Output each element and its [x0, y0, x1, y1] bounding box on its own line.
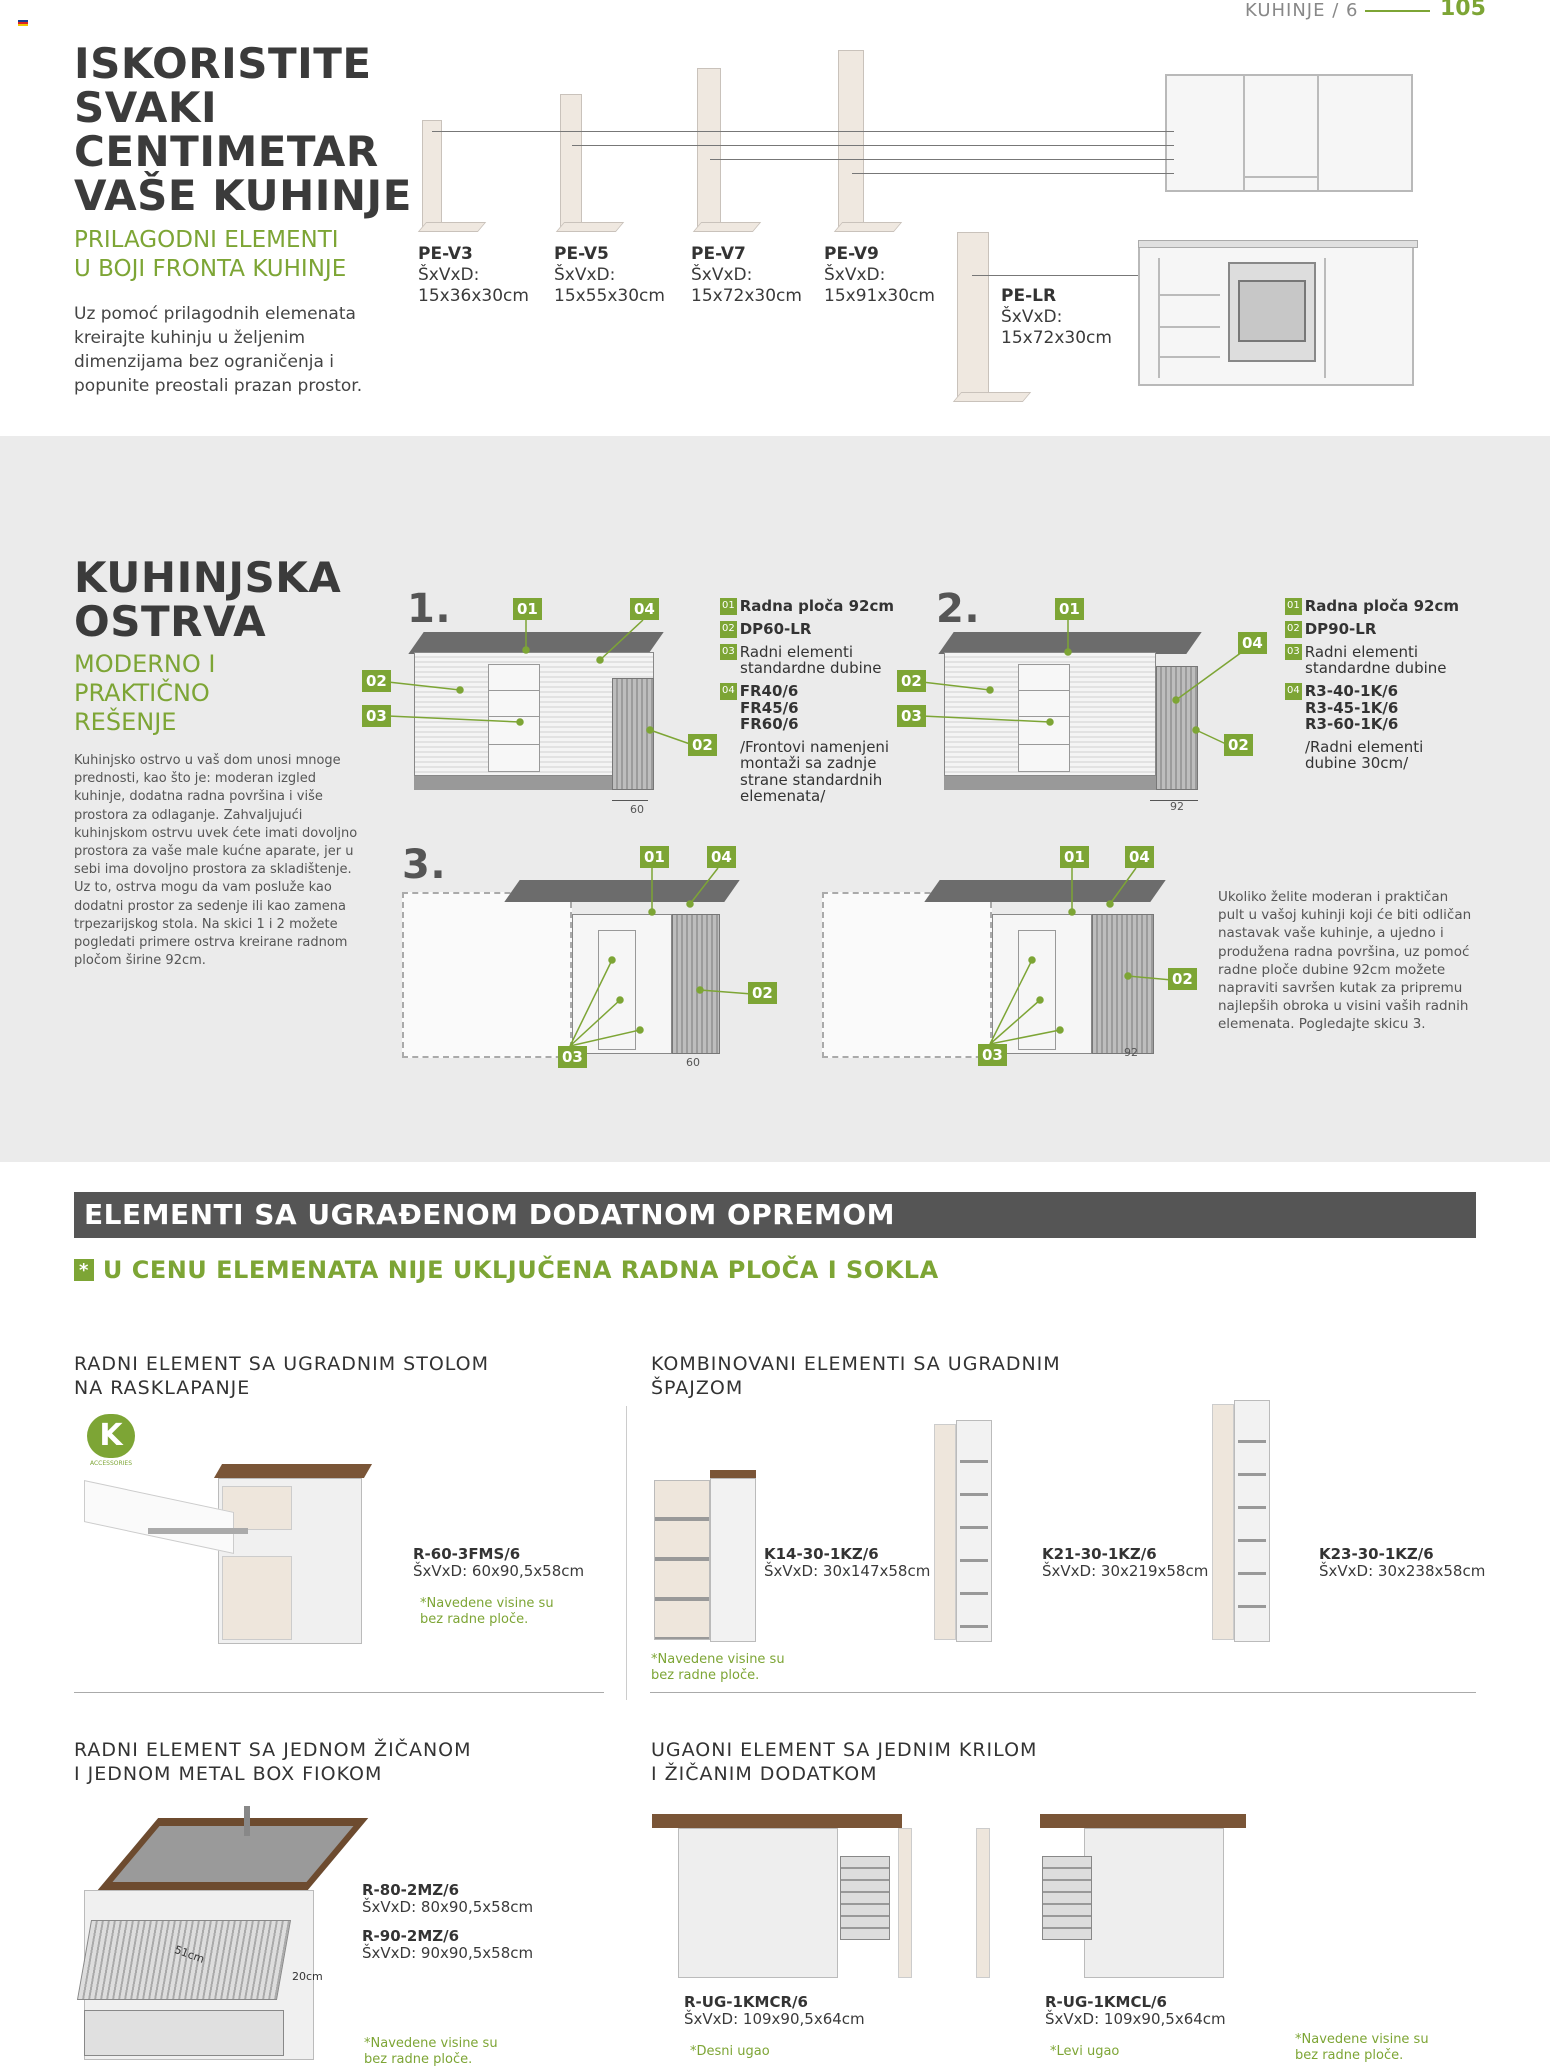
divider-horizontal-left	[74, 1692, 604, 1693]
accessories-logo: K ACCESSORIES	[84, 1414, 138, 1470]
block1-note: *Navedene visine su bez radne ploče.	[420, 1596, 554, 1627]
s1-tag-02b: 02	[688, 734, 717, 756]
block2-title: KOMBINOVANI ELEMENTI SA UGRADNIM ŠPAJZOM	[651, 1353, 1061, 1399]
s3l-tag-01: 01	[640, 846, 669, 868]
island-body: Kuhinjsko ostrvo u vaš dom unosi mnoge p…	[74, 753, 358, 969]
asterisk-icon: *	[74, 1259, 94, 1281]
s1-tag-03: 03	[362, 705, 391, 727]
k21-model: K21-30-1KZ/6 ŠxVxD: 30x219x58cm	[1042, 1545, 1209, 1580]
s2-tag-03: 03	[897, 705, 926, 727]
s1-tag-02: 02	[362, 670, 391, 692]
element-pe-v5: PE-V5 ŠxVxD: 15x55x30cm	[554, 244, 665, 306]
s2-tag-04: 04	[1238, 632, 1267, 654]
flag-icon	[18, 20, 28, 26]
r-ug-1kmcr-note: *Desni ugao	[690, 2044, 770, 2059]
intro-title: ISKORISTITE SVAKI CENTIMETAR VAŠE KUHINJ…	[74, 39, 412, 220]
s2-tag-01: 01	[1055, 598, 1084, 620]
element-pe-lr: PE-LR ŠxVxD: 15x72x30cm	[1001, 286, 1112, 348]
s3l-tag-03: 03	[558, 1046, 587, 1068]
r-ug-1kmcl-model: R-UG-1KMCL/6 ŠxVxD: 109x90,5x64cm	[1045, 1993, 1226, 2028]
intro-subtitle: PRILAGODNI ELEMENTI U BOJI FRONTA KUHINJ…	[74, 227, 347, 282]
k-logo-icon: K	[87, 1414, 135, 1458]
island-section-background	[0, 436, 1550, 1162]
sketch-number-1: 1.	[407, 586, 452, 632]
divider-horizontal-right	[650, 1692, 1476, 1693]
oven-icon	[1228, 262, 1316, 362]
k14-model: K14-30-1KZ/6 ŠxVxD: 30x147x58cm	[764, 1545, 931, 1580]
equipment-notice: * U CENU ELEMENATA NIJE UKLJUČENA RADNA …	[74, 1256, 939, 1284]
block4-note: *Navedene visine su bez radne ploče.	[1295, 2032, 1429, 2063]
k23-model: K23-30-1KZ/6 ŠxVxD: 30x238x58cm	[1319, 1545, 1486, 1580]
panel-pe-v9-image	[838, 50, 864, 230]
s3r-tag-03: 03	[978, 1044, 1007, 1066]
block4-title: UGAONI ELEMENT SA JEDNIM KRILOM I ŽIČANI…	[651, 1739, 1038, 1785]
wall-cabinets-image	[1165, 74, 1413, 192]
leader-lines	[387, 619, 1243, 1047]
s2-tag-02b: 02	[1224, 734, 1253, 756]
base-cabinets-image	[1138, 240, 1418, 386]
page-header: KUHINJE / 6 105	[1245, 0, 1545, 22]
sketch-number-2: 2.	[936, 586, 981, 632]
island-right-text: Ukoliko želite moderan i praktičan pult …	[1218, 889, 1472, 1033]
header-rule	[1365, 10, 1430, 12]
panel-pe-lr-image	[957, 232, 989, 402]
s3l-tag-02: 02	[748, 982, 777, 1004]
block1-title: RADNI ELEMENT SA UGRADNIM STOLOM NA RASK…	[74, 1353, 490, 1399]
r-ug-1kmcr-model: R-UG-1KMCR/6 ŠxVxD: 109x90,5x64cm	[684, 1993, 865, 2028]
block2-note: *Navedene visine su bez radne ploče.	[651, 1652, 785, 1683]
section-label: KUHINJE / 6	[1245, 0, 1359, 21]
s1-tag-01: 01	[513, 598, 542, 620]
s3r-tag-04: 04	[1125, 846, 1154, 868]
panel-pe-v7-image	[697, 68, 721, 230]
divider-vertical	[626, 1406, 627, 1700]
sketch-number-3: 3.	[402, 842, 447, 888]
s3l-tag-04: 04	[707, 846, 736, 868]
s1-tag-04: 04	[630, 598, 659, 620]
intro-body: Uz pomoć prilagodnih elemenata kreirajte…	[74, 304, 363, 396]
equipment-section-title: ELEMENTI SA UGRAĐENOM DODATNOM OPREMOM	[74, 1192, 1476, 1238]
element-pe-v9: PE-V9 ŠxVxD: 15x91x30cm	[824, 244, 935, 306]
r-90-model: R-90-2MZ/6 ŠxVxD: 90x90,5x58cm	[362, 1927, 534, 1962]
page-number: 105	[1440, 0, 1486, 21]
island-title: KUHINJSKA OSTRVA	[74, 553, 342, 646]
r-80-model: R-80-2MZ/6 ŠxVxD: 80x90,5x58cm	[362, 1881, 534, 1916]
block3-title: RADNI ELEMENT SA JEDNOM ŽIČANOM I JEDNOM…	[74, 1739, 472, 1785]
element-pe-v3: PE-V3 ŠxVxD: 15x36x30cm	[418, 244, 529, 306]
block1-model: R-60-3FMS/6 ŠxVxD: 60x90,5x58cm	[413, 1545, 585, 1580]
block3-note: *Navedene visine su bez radne ploče.	[364, 2036, 498, 2067]
element-pe-v7: PE-V7 ŠxVxD: 15x72x30cm	[691, 244, 802, 306]
r-ug-1kmcl-note: *Levi ugao	[1050, 2044, 1120, 2059]
s3r-tag-01: 01	[1060, 846, 1089, 868]
island-subtitle: MODERNO I PRAKTIČNO REŠENJE	[74, 650, 216, 736]
s3r-tag-02: 02	[1168, 968, 1197, 990]
s2-tag-02: 02	[897, 670, 926, 692]
